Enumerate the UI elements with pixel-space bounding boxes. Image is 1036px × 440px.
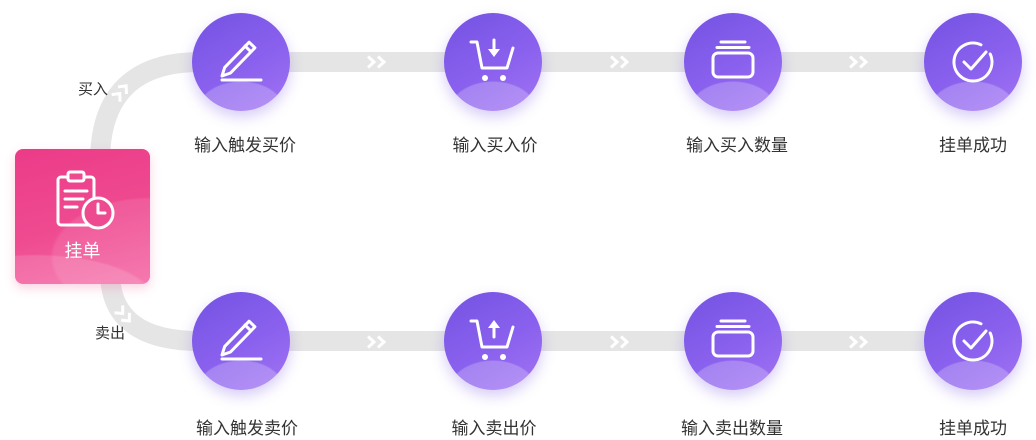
step-label-sell-success: 挂单成功: [939, 419, 1007, 438]
double-chevron-right-icon: [848, 335, 869, 349]
clipboard-clock-icon: [56, 170, 115, 230]
stack-icon: [711, 40, 755, 79]
step-circle-sell-trigger-price: [192, 292, 290, 390]
double-chevron-right-icon: [366, 55, 387, 69]
cart-down-arrow-icon: [469, 38, 515, 81]
step-label-sell-price: 输入卖出价: [451, 419, 537, 438]
start-node: 挂单: [15, 149, 150, 284]
pencil-icon: [220, 319, 263, 361]
step-circle-sell-price: [444, 292, 542, 390]
step-circle-buy-price: [444, 13, 542, 111]
step-label-buy-quantity: 输入买入数量: [686, 136, 788, 155]
step-circle-buy-success: [924, 13, 1022, 111]
pencil-icon: [220, 40, 263, 82]
step-label-buy-trigger-price: 输入触发买价: [194, 136, 296, 155]
step-label-buy-success: 挂单成功: [939, 136, 1007, 155]
step-circle-buy-trigger-price: [192, 13, 290, 111]
step-label-sell-trigger-price: 输入触发卖价: [196, 419, 298, 438]
check-circle-icon: [952, 320, 994, 362]
cart-up-arrow-icon: [469, 319, 515, 360]
check-circle-icon: [952, 41, 994, 83]
step-label-buy-price: 输入买入价: [452, 136, 538, 155]
step-label-sell-quantity: 输入卖出数量: [681, 419, 783, 438]
double-chevron-right-icon: [609, 335, 630, 349]
step-circle-sell-quantity: [684, 292, 782, 390]
buy-branch-track: [90, 52, 973, 163]
step-circle-sell-success: [924, 292, 1022, 390]
start-node-label: 挂单: [64, 241, 101, 261]
double-chevron-right-icon: [366, 335, 387, 349]
double-chevron-right-icon: [111, 84, 128, 102]
buy-branch-label: 买入: [77, 81, 108, 98]
double-chevron-right-icon: [848, 55, 869, 69]
step-circle-buy-quantity: [684, 13, 782, 111]
sell-branch-label: 卖出: [94, 325, 125, 342]
stack-icon: [711, 319, 755, 358]
double-chevron-right-icon: [114, 305, 131, 323]
double-chevron-right-icon: [609, 55, 630, 69]
